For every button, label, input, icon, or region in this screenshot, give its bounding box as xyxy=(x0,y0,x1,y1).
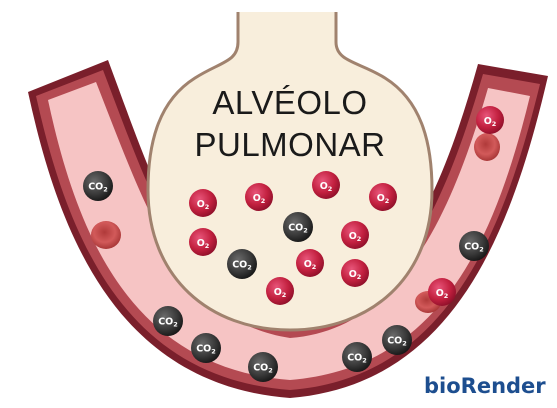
logo-text: bioRender xyxy=(424,374,546,398)
red-blood-cell xyxy=(474,133,500,161)
o2-molecule: O2 xyxy=(189,189,217,217)
co2-molecule: CO2 xyxy=(248,352,278,382)
co2-molecule: CO2 xyxy=(459,231,489,261)
o2-molecule: O2 xyxy=(189,228,217,256)
o2-molecule: O2 xyxy=(341,221,369,249)
red-blood-cell xyxy=(91,221,121,249)
o2-molecule: O2 xyxy=(341,259,369,287)
o2-molecule: O2 xyxy=(476,106,504,134)
co2-molecule: CO2 xyxy=(382,325,412,355)
o2-molecule: O2 xyxy=(266,277,294,305)
co2-molecule: CO2 xyxy=(227,249,257,279)
biorender-logo: bioRender xyxy=(424,374,546,398)
co2-molecule: CO2 xyxy=(191,333,221,363)
o2-molecule: O2 xyxy=(245,183,273,211)
co2-molecule: CO2 xyxy=(83,171,113,201)
o2-molecule: O2 xyxy=(428,278,456,306)
o2-molecule: O2 xyxy=(369,183,397,211)
co2-molecule: CO2 xyxy=(342,342,372,372)
co2-molecule: CO2 xyxy=(153,306,183,336)
co2-molecule: CO2 xyxy=(283,212,313,242)
o2-molecule: O2 xyxy=(312,171,340,199)
title-line-2: PULMONAR xyxy=(194,126,385,163)
title-line-1: ALVÉOLO xyxy=(212,84,367,121)
o2-molecule: O2 xyxy=(296,249,324,277)
